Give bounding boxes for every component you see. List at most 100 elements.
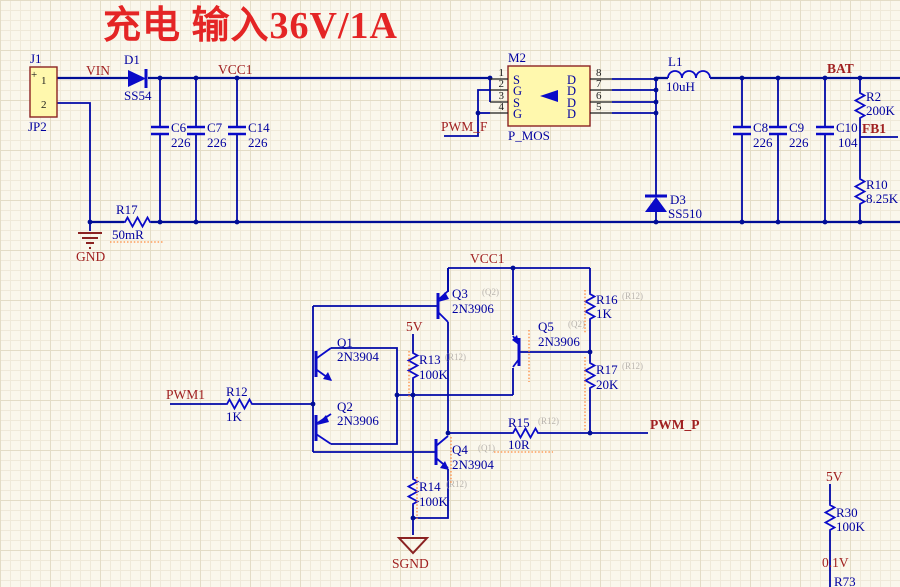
net-label-vcc1-lower[interactable]: VCC1 xyxy=(470,251,505,266)
component-q2-transistor[interactable]: Q2 2N3906 xyxy=(314,399,379,445)
j1-plus: + xyxy=(31,69,37,81)
compile-error-markers xyxy=(110,241,586,519)
r15-annotation: (R12) xyxy=(538,416,559,426)
component-c10-capacitor[interactable]: C10 104 xyxy=(814,120,858,150)
component-r12-resistor[interactable]: R12 1K xyxy=(225,384,254,424)
component-m2-pmos[interactable]: M2 P_MOS 1 2 3 4 8 7 6 5 S G S G D D D D xyxy=(490,50,612,143)
c8-ref: C8 xyxy=(753,120,768,135)
c14-value: 226 xyxy=(248,135,268,150)
r17-sense-ref: R17 xyxy=(116,202,138,217)
m2-value: P_MOS xyxy=(508,128,550,143)
r14-annotation: (R12) xyxy=(446,479,467,489)
m2-pin-7: 7 xyxy=(596,78,602,90)
net-labels[interactable]: VIN VCC1 BAT FB1 PWM_F VCC1 5V PWM1 PWM_… xyxy=(86,61,886,570)
q1-ref: Q1 xyxy=(337,335,353,350)
c7-value: 226 xyxy=(207,135,227,150)
component-l1-inductor[interactable]: L1 10uH xyxy=(666,54,711,94)
component-r14-resistor[interactable]: R14 (R12) 100K xyxy=(407,477,468,509)
component-r15-resistor[interactable]: R15 (R12) 10R xyxy=(508,415,559,452)
component-r16-resistor[interactable]: R16 (R12) 1K xyxy=(584,291,644,321)
q4-annotation: (Q1) xyxy=(478,443,495,453)
component-d1-diode[interactable]: D1 SS54 xyxy=(124,52,152,103)
q3-value: 2N3906 xyxy=(452,301,494,316)
r12-ref: R12 xyxy=(226,384,248,399)
j1-value: JP2 xyxy=(28,119,47,134)
j1-pin1: 1 xyxy=(41,75,47,87)
r12-value: 1K xyxy=(226,409,243,424)
net-label-bat[interactable]: BAT xyxy=(827,61,854,76)
gnd-symbol-icon[interactable]: GND xyxy=(76,232,105,264)
component-q4-transistor[interactable]: Q4 (Q1) 2N3904 xyxy=(434,435,495,472)
q5-value: 2N3906 xyxy=(538,334,580,349)
c14-ref: C14 xyxy=(248,120,270,135)
m2-pin-5: 5 xyxy=(596,101,602,113)
component-c14-capacitor[interactable]: C14 226 xyxy=(226,120,270,150)
component-r13-resistor[interactable]: R13 (R12) 100K xyxy=(407,351,467,382)
m2-pin-3: 3 xyxy=(499,90,505,102)
net-label-pwm-f[interactable]: PWM_F xyxy=(441,119,488,134)
component-r2-resistor[interactable]: R2 200K xyxy=(854,89,896,120)
net-label-vin[interactable]: VIN xyxy=(86,63,110,78)
m2-d2: D xyxy=(567,84,576,98)
r10-ref: R10 xyxy=(866,177,888,192)
r15-value: 10R xyxy=(508,437,530,452)
net-label-5v-mid[interactable]: 5V xyxy=(406,319,423,334)
q3-ref: Q3 xyxy=(452,286,468,301)
component-r30-resistor[interactable]: R30 100K xyxy=(824,503,866,534)
component-d3-diode[interactable]: D3 SS510 xyxy=(645,192,702,221)
r15-ref: R15 xyxy=(508,415,530,430)
net-label-vcc1[interactable]: VCC1 xyxy=(218,62,253,77)
component-c9-capacitor[interactable]: C9 226 xyxy=(767,120,809,150)
r13-value: 100K xyxy=(419,367,449,382)
m2-d3: D xyxy=(567,96,576,110)
q4-value: 2N3904 xyxy=(452,457,494,472)
component-c8-capacitor[interactable]: C8 226 xyxy=(731,120,773,150)
component-r17-20k-resistor[interactable]: R17 (R12) 20K xyxy=(584,361,644,392)
net-label-pwm1[interactable]: PWM1 xyxy=(166,387,205,402)
r14-value: 100K xyxy=(419,494,449,509)
r16-value: 1K xyxy=(596,306,613,321)
component-r73-resistor[interactable]: R73 xyxy=(834,574,856,587)
m2-pin-6: 6 xyxy=(596,90,602,102)
sgnd-symbol-icon[interactable]: SGND xyxy=(392,537,430,571)
net-label-pwm-p[interactable]: PWM_P xyxy=(650,417,700,432)
wires[interactable] xyxy=(57,76,900,587)
d1-ref: D1 xyxy=(124,52,140,67)
component-q1-transistor[interactable]: Q1 2N3904 xyxy=(314,335,379,381)
gnd-label: GND xyxy=(76,249,105,264)
q2-ref: Q2 xyxy=(337,399,353,414)
m2-d1: D xyxy=(567,73,576,87)
component-q3-transistor[interactable]: Q3 (Q2) 2N3906 xyxy=(436,286,499,323)
r2-ref: R2 xyxy=(866,89,881,104)
c7-ref: C7 xyxy=(207,120,223,135)
component-r10-resistor[interactable]: R10 8.25K xyxy=(854,177,899,206)
m2-pin-1: 1 xyxy=(499,67,505,79)
j1-pin2: 2 xyxy=(41,99,47,111)
component-j1-connector[interactable]: J1 JP2 + 1 2 xyxy=(28,51,58,134)
net-label-fb1[interactable]: FB1 xyxy=(862,121,886,136)
net-label-5v-br[interactable]: 5V xyxy=(826,469,843,484)
c8-value: 226 xyxy=(753,135,773,150)
sgnd-label: SGND xyxy=(392,556,429,571)
component-c6-capacitor[interactable]: C6 226 xyxy=(149,120,191,150)
component-r17-sense-resistor[interactable]: R17 50mR xyxy=(112,202,152,242)
m2-s1: S xyxy=(513,73,520,87)
c6-ref: C6 xyxy=(171,120,187,135)
d1-value: SS54 xyxy=(124,88,152,103)
r13-ref: R13 xyxy=(419,352,441,367)
component-c7-capacitor[interactable]: C7 226 xyxy=(185,120,227,150)
component-q5-transistor[interactable]: Q5 (Q2) 2N3906 xyxy=(512,319,585,368)
sheet-title[interactable]: 充电 输入36V/1A xyxy=(103,5,398,47)
mosfet-arrow-icon xyxy=(540,90,558,102)
r10-value: 8.25K xyxy=(866,191,899,206)
net-label-0v1[interactable]: 0.1V xyxy=(822,555,849,570)
r16-ref: R16 xyxy=(596,292,618,307)
r30-value: 100K xyxy=(836,519,866,534)
r2-value: 200K xyxy=(866,103,896,118)
d3-ref: D3 xyxy=(670,192,686,207)
m2-ref: M2 xyxy=(508,50,526,65)
r73-ref: R73 xyxy=(834,574,856,587)
r17-sense-value: 50mR xyxy=(112,227,144,242)
m2-pin-4: 4 xyxy=(499,101,505,113)
